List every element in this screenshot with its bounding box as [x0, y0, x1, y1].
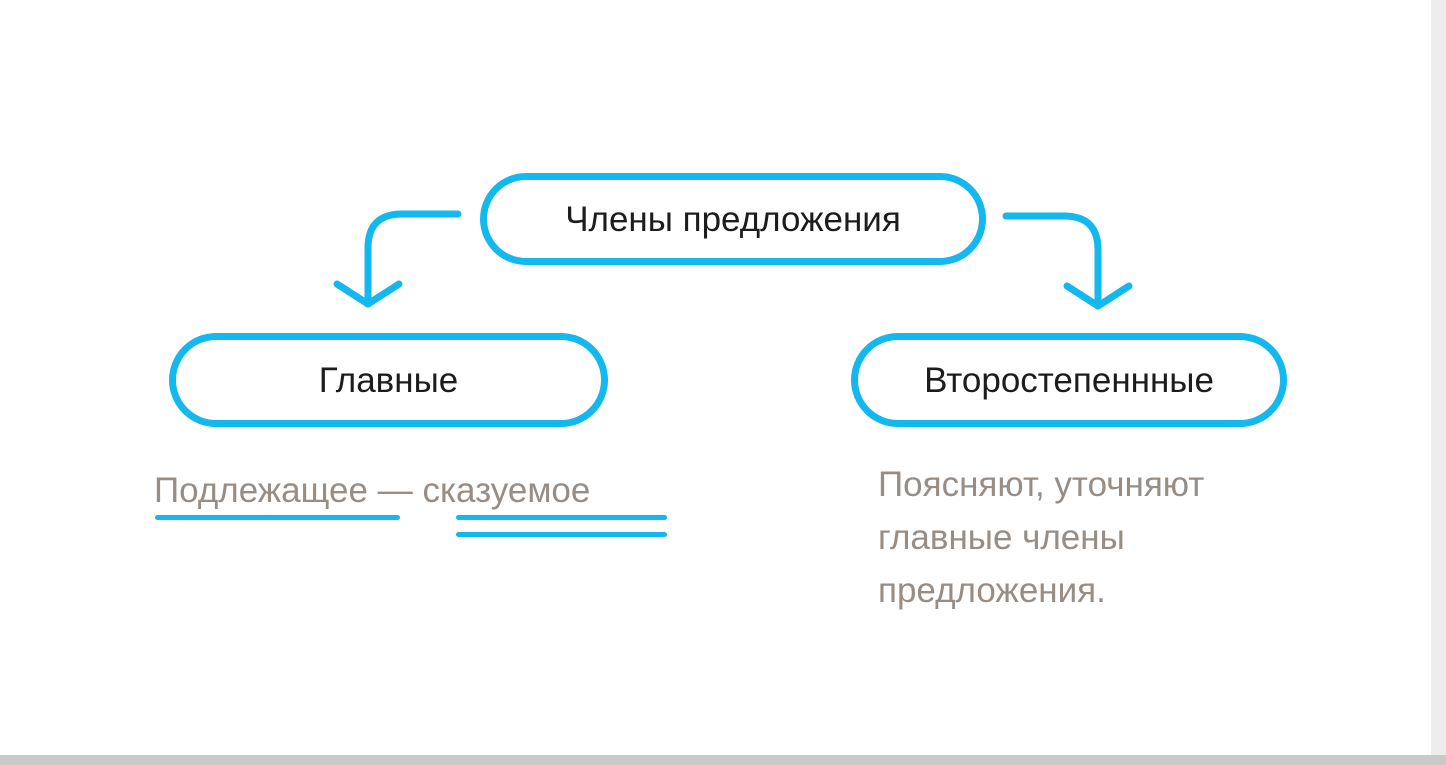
bottom-edge-bar [0, 755, 1446, 765]
predicate-double-underline-top [456, 515, 667, 520]
predicate-word: сказуемое [422, 471, 591, 510]
secondary-members-node: Второстепеннные [851, 333, 1287, 427]
right-edge-bar [1431, 0, 1446, 765]
secondary-members-description: Поясняют, уточняют главные члены предлож… [878, 458, 1298, 617]
description-dash: — [377, 471, 413, 510]
right-arrowhead [1063, 282, 1133, 310]
left-connector-arrow [364, 210, 462, 308]
predicate-double-underline-bottom [456, 532, 667, 537]
root-node: Члены предложения [480, 173, 986, 265]
right-connector-arrow [1002, 212, 1102, 310]
secondary-description-line-3: предложения. [878, 571, 1106, 610]
root-node-label: Члены предложения [565, 199, 901, 239]
subject-word: Подлежащее [154, 471, 368, 510]
main-members-node: Главные [169, 333, 608, 427]
connector-layer [333, 210, 1133, 310]
main-members-label: Главные [318, 360, 459, 400]
secondary-description-line-1: Поясняют, уточняют [878, 465, 1205, 504]
left-arrowhead [333, 280, 403, 308]
secondary-members-label: Второстепеннные [924, 360, 1214, 400]
subject-single-underline [155, 515, 400, 520]
diagram-canvas: Члены предложения Главные Второстепеннны… [0, 0, 1431, 755]
main-members-description: Подлежащее — сказуемое [154, 464, 590, 517]
secondary-description-line-2: главные члены [878, 518, 1125, 557]
